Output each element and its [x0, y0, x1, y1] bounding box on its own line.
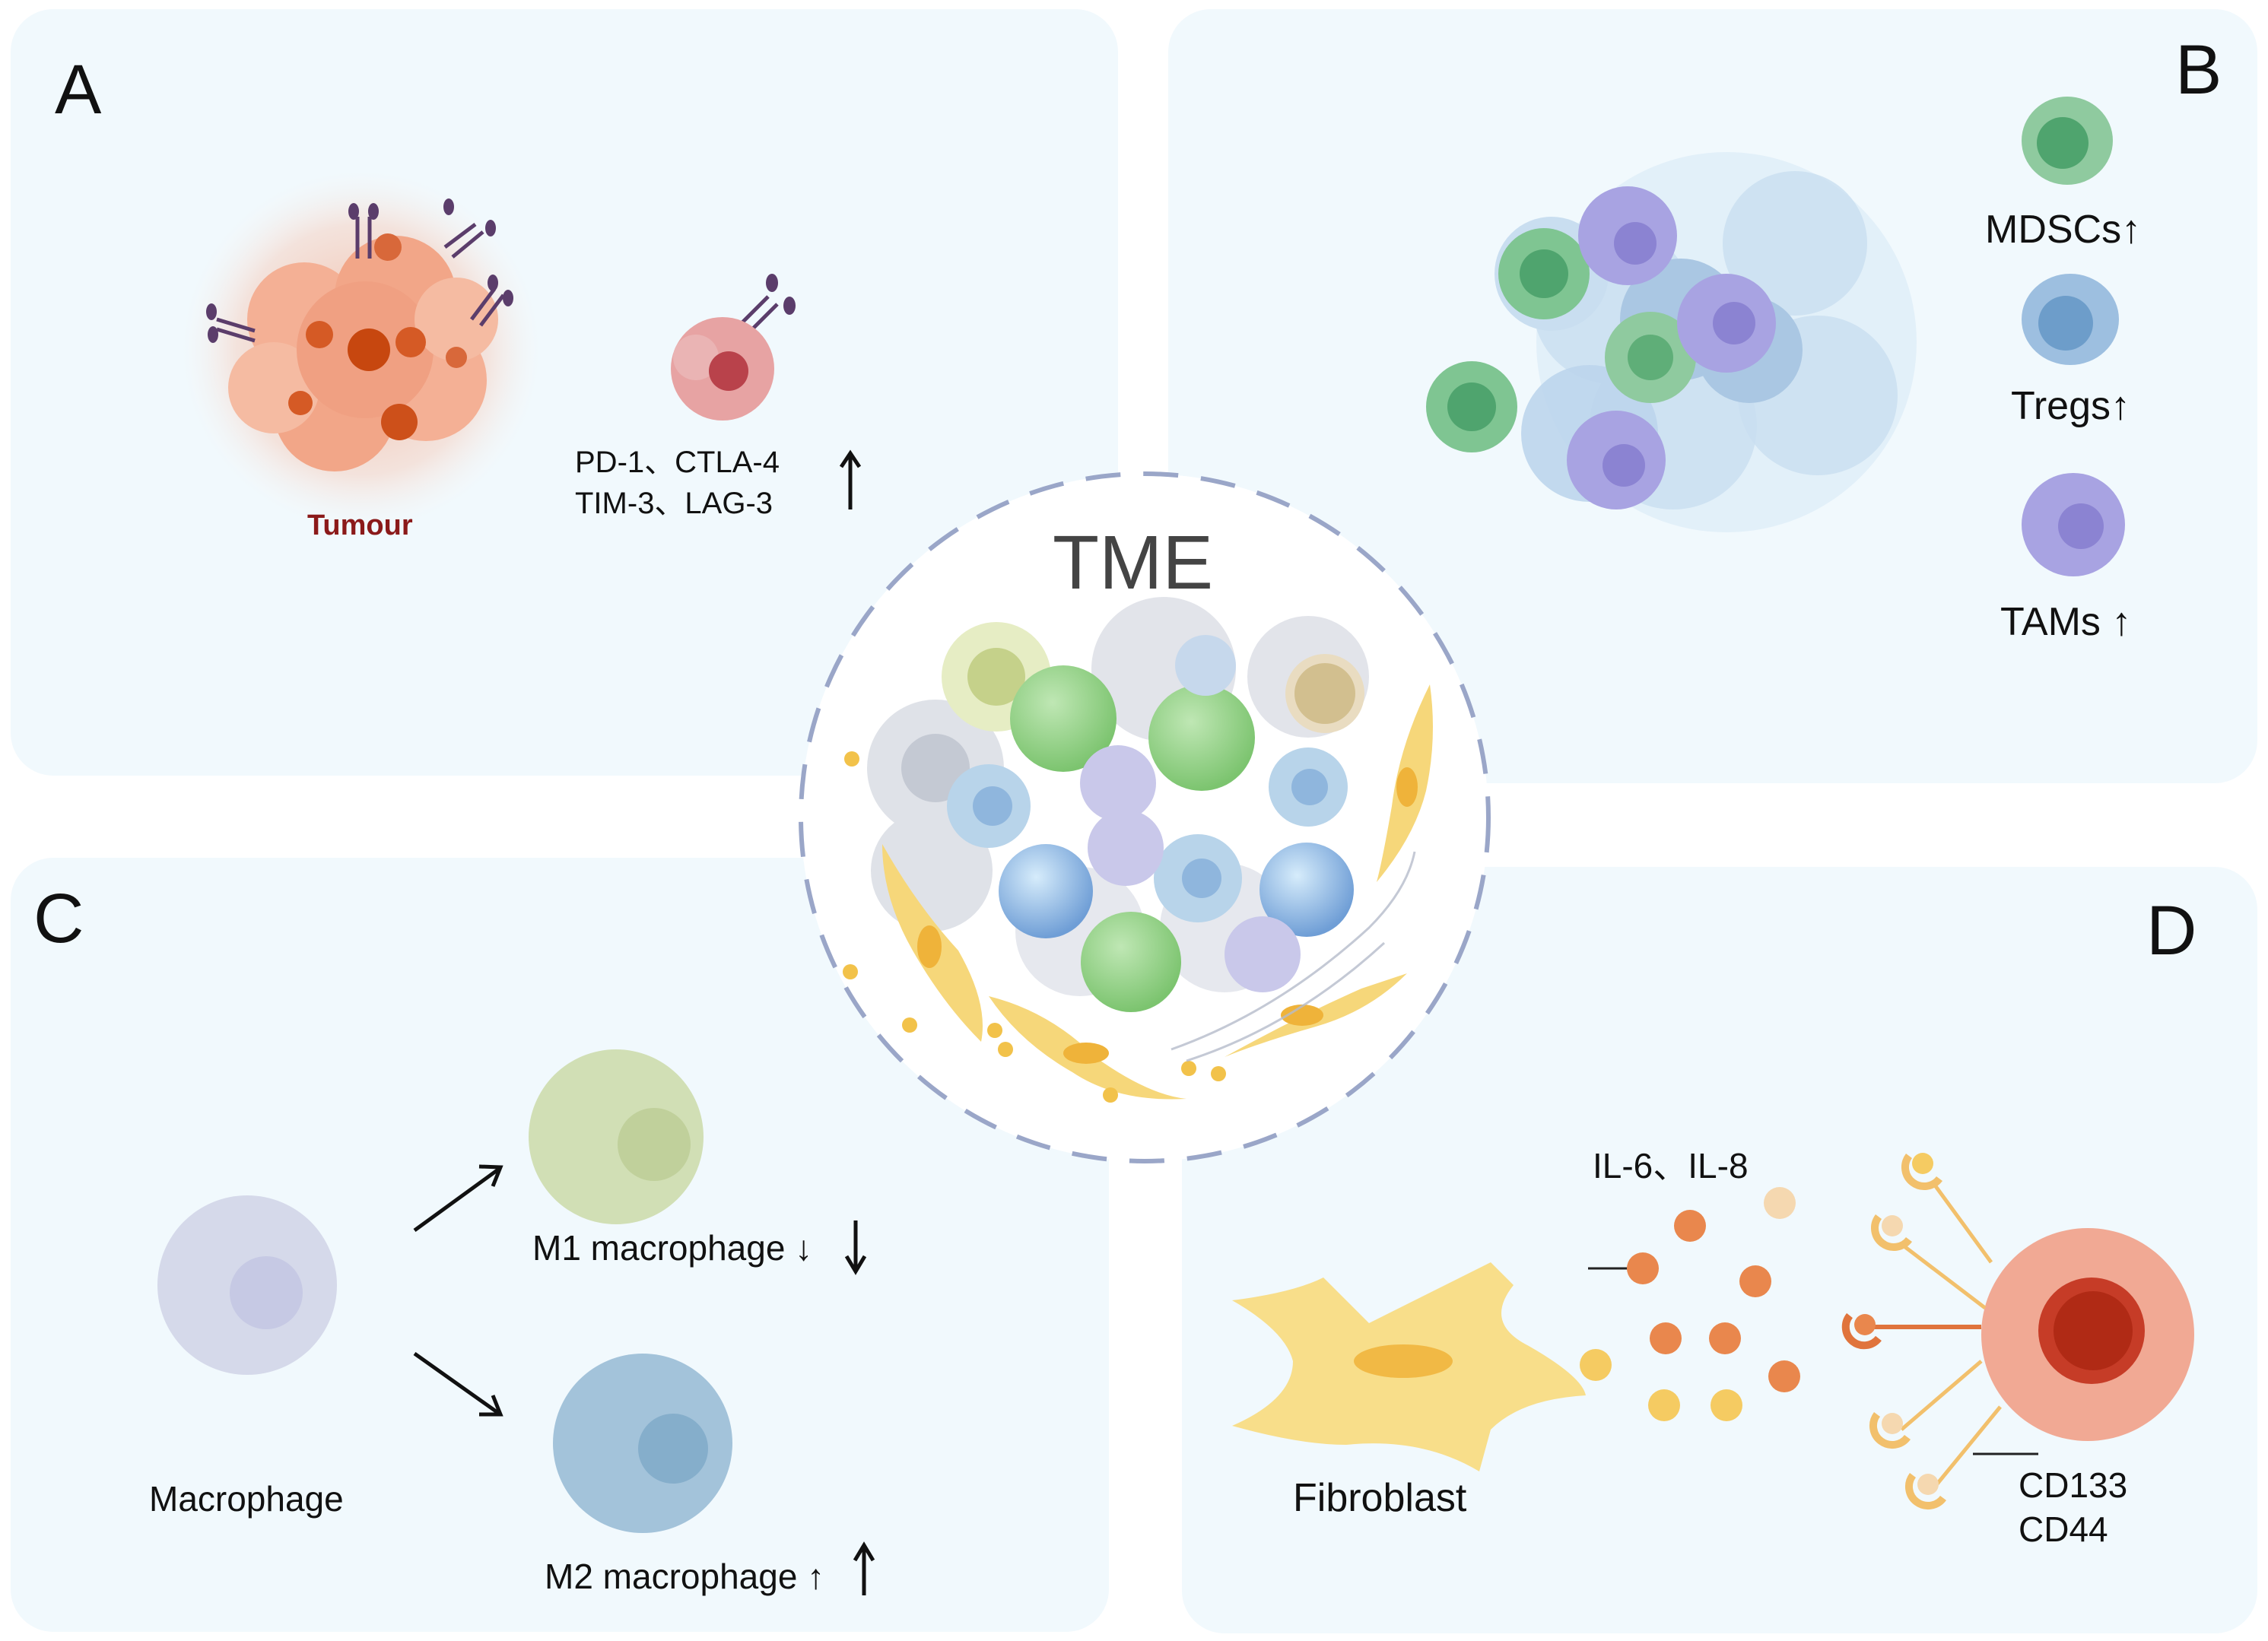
panel-c-letter: C	[33, 880, 84, 957]
cancer-stem-cell-icon	[1841, 1153, 2194, 1509]
immune-checkpoint-markers-line1: PD-1、CTLA-4	[575, 446, 780, 479]
macrophage-label: Macrophage	[149, 1479, 344, 1519]
mdscs-label: MDSCs↑	[1985, 208, 2142, 252]
polarization-arrows-icon	[413, 1164, 875, 1595]
treg-icon	[2022, 274, 2119, 365]
tregs-label: Tregs↑	[2011, 384, 2130, 428]
cytokines-label: IL-6、IL-8	[1593, 1146, 1749, 1186]
m2-macrophage-icon	[553, 1354, 732, 1533]
tme-title: TME	[1053, 520, 1214, 605]
tams-label: TAMs ↑	[2000, 600, 2132, 644]
macrophage-icon	[157, 1195, 337, 1375]
mdsc-icon	[2022, 97, 2113, 185]
m1-macrophage-label: M1 macrophage ↓	[532, 1228, 813, 1268]
t-cell-icon	[671, 317, 774, 421]
panel-d-letter: D	[2146, 892, 2197, 970]
tam-icon	[2022, 473, 2125, 576]
panel-a-letter: A	[55, 51, 102, 129]
m1-macrophage-icon	[529, 1049, 704, 1224]
cytokine-particles-icon	[1580, 1187, 1800, 1421]
fibroblast-icon	[1232, 1262, 1586, 1471]
cd44-label: CD44	[2019, 1509, 2108, 1549]
tumour-label: Tumour	[307, 509, 413, 541]
immune-checkpoint-markers-line2: TIM-3、LAG-3	[575, 487, 773, 520]
m2-macrophage-label: M2 macrophage ↑	[545, 1557, 825, 1596]
tumour-cluster-icon	[183, 171, 796, 528]
markers-arrow-icon	[839, 449, 862, 509]
tme-center-icon	[799, 471, 1491, 1163]
panel-b-letter: B	[2175, 31, 2222, 109]
immune-cell-cluster-icon	[1426, 152, 1917, 532]
cd133-label: CD133	[2019, 1465, 2128, 1505]
fibroblast-label: Fibroblast	[1293, 1476, 1467, 1520]
